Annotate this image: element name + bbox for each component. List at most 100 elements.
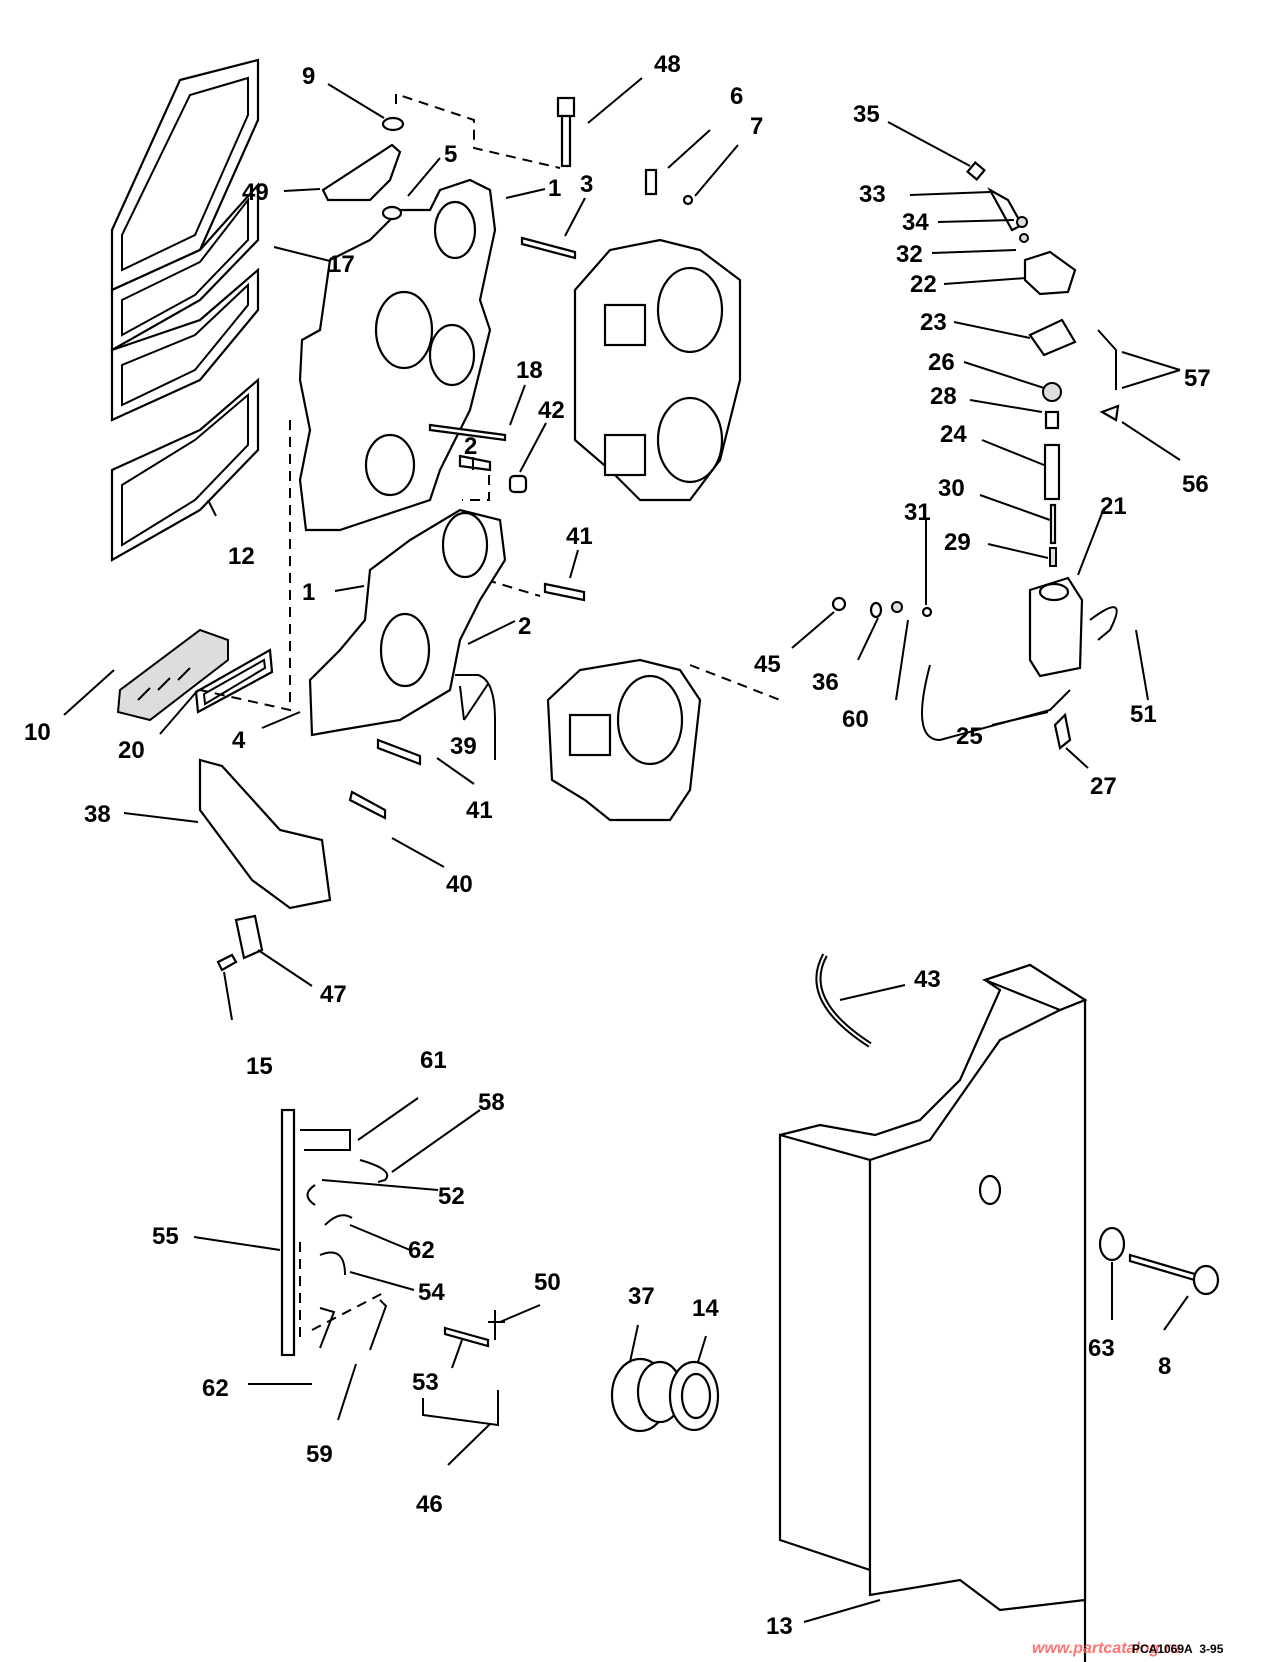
callout-24: 24 <box>940 421 967 448</box>
assembly-line-left <box>199 420 291 712</box>
callout-59: 59 <box>306 1441 333 1468</box>
screw-41-lower <box>376 738 422 766</box>
seal-14 <box>668 1360 720 1432</box>
callout-15: 15 <box>246 1053 273 1080</box>
tee-50 <box>488 1310 505 1340</box>
callout-50: 50 <box>534 1269 561 1296</box>
hose-46 <box>422 1390 499 1427</box>
callout-12: 12 <box>228 543 255 570</box>
callout-52: 52 <box>438 1183 465 1210</box>
screw-15 <box>216 953 238 972</box>
assembly-line-2 <box>462 475 490 501</box>
callout-20: 20 <box>118 737 145 764</box>
screw-41 <box>543 582 586 602</box>
grommet-63 <box>1098 1226 1126 1262</box>
connector-27 <box>1053 712 1072 750</box>
silencer-13 <box>778 963 1088 1662</box>
lever-49 <box>321 143 402 202</box>
callout-39: 39 <box>450 733 477 760</box>
strap-51 <box>1089 606 1118 641</box>
callout-5: 5 <box>444 141 457 168</box>
callout-1-top: 1 <box>548 175 561 202</box>
diagram-code: PCA1069A 3-95 <box>1132 1642 1223 1656</box>
washer-9 <box>381 116 405 132</box>
callout-29: 29 <box>944 529 971 556</box>
leader-lines <box>63 77 1189 1623</box>
callout-36: 36 <box>812 669 839 696</box>
nut-26 <box>1042 382 1062 402</box>
callout-10: 10 <box>24 719 51 746</box>
lockwasher-60 <box>891 601 903 613</box>
hose-57 <box>1097 329 1117 390</box>
callout-30: 30 <box>938 475 965 502</box>
callout-18: 18 <box>516 357 543 384</box>
callout-4: 4 <box>232 727 246 754</box>
fuel-rail-55 <box>280 1108 296 1357</box>
tube-24 <box>1043 443 1061 501</box>
callout-51: 51 <box>1130 701 1157 728</box>
callout-9: 9 <box>302 63 315 90</box>
screw-40 <box>348 790 387 820</box>
hose-58 <box>359 1159 389 1183</box>
bolt-48 <box>556 96 576 168</box>
screw-7 <box>682 194 694 206</box>
callout-34: 34 <box>902 209 929 236</box>
callout-49: 49 <box>242 179 269 206</box>
callout-41-lower: 41 <box>466 797 493 824</box>
callout-47: 47 <box>320 981 347 1008</box>
callout-53: 53 <box>412 1369 439 1396</box>
assembly-line-41 <box>469 574 541 597</box>
callout-8: 8 <box>1158 1353 1171 1380</box>
bracket-38 <box>198 758 332 910</box>
callout-37: 37 <box>628 1283 655 1310</box>
washer-36 <box>869 601 883 619</box>
callout-54: 54 <box>418 1279 445 1306</box>
fitting-28 <box>1044 410 1060 430</box>
hose-59 <box>369 1299 388 1351</box>
gasket-17 <box>110 58 260 352</box>
block-47 <box>234 914 264 960</box>
carburetor-lower <box>546 658 702 822</box>
callout-14: 14 <box>692 1295 719 1322</box>
primer-solenoid-21 <box>1028 576 1084 678</box>
hose-62-lower <box>319 1307 336 1349</box>
callout-23: 23 <box>920 309 947 336</box>
callout-17: 17 <box>328 251 355 278</box>
hose-54 <box>319 1251 346 1276</box>
callout-61: 61 <box>420 1047 447 1074</box>
hose-61 <box>300 1129 351 1151</box>
callout-31: 31 <box>904 499 931 526</box>
callout-55: 55 <box>152 1223 179 1250</box>
intake-manifold-upper <box>298 178 497 532</box>
callout-62: 62 <box>408 1237 435 1264</box>
callout-27: 27 <box>1090 773 1117 800</box>
diagram-code-id: PCA1069A <box>1132 1642 1193 1656</box>
callout-56: 56 <box>1182 471 1209 498</box>
cap-35 <box>965 160 987 182</box>
screw-45 <box>831 596 847 612</box>
callout-58: 58 <box>478 1089 505 1116</box>
stud-3 <box>520 236 577 260</box>
callout-2-top: 2 <box>464 433 477 460</box>
callout-45: 45 <box>754 651 781 678</box>
callout-21: 21 <box>1100 493 1127 520</box>
wire-25 <box>921 664 1071 742</box>
callout-13: 13 <box>766 1613 793 1640</box>
callout-6: 6 <box>730 83 743 110</box>
callout-43: 43 <box>914 966 941 993</box>
cover-22 <box>1023 250 1077 296</box>
callout-26: 26 <box>928 349 955 376</box>
spring-29 <box>1049 547 1057 567</box>
hose-39 <box>455 674 496 760</box>
callout-2-lower: 2 <box>518 613 531 640</box>
callout-40: 40 <box>446 871 473 898</box>
callout-63: 63 <box>1088 1335 1115 1362</box>
callout-42: 42 <box>538 397 565 424</box>
intake-manifold-lower <box>308 508 507 737</box>
clip-52 <box>306 1184 316 1206</box>
cap-42 <box>508 474 528 494</box>
seal-34 <box>1016 216 1028 228</box>
diagram-date: 3-95 <box>1199 1642 1224 1656</box>
callout-57: 57 <box>1184 365 1211 392</box>
